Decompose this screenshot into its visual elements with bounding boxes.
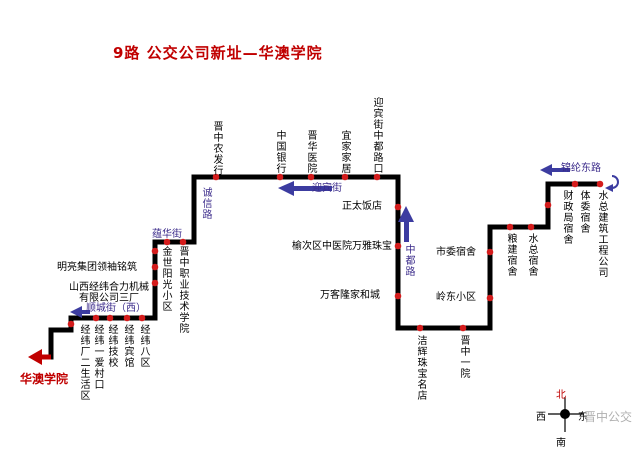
stop-yingbin-zhongdu: 迎宾街中都路口 [371,97,382,174]
stop-jiehui: 洁辉珠宝名店 [415,335,426,401]
stop-wanke: 万客隆家和城 [320,290,380,301]
stop-caizheng: 财政局宿舍 [561,190,572,245]
west-arrowhead [28,349,42,365]
street-yingbin: 迎宾街 [312,183,342,194]
stop-jingwei-factory: 经纬厂二生活区 [78,324,89,401]
stop-jinzhong-vocational: 晋中职业技术学院 [177,246,188,334]
compass-south: 南 [556,438,566,449]
compass-west: 西 [536,412,546,423]
stop-lingdong: 岭东小区 [436,292,476,303]
stop-jinhua-hospital: 晋华医院 [305,130,316,174]
stop-zhengtai: 正太饭店 [342,201,382,212]
stop-jingwei-school: 经纬技校 [106,324,117,368]
stop-jingwei-hotel: 经纬宾馆 [122,324,133,368]
street-zhongdu: 中都路 [403,244,414,277]
street-jinlun-east: 锦纶东路 [561,163,601,174]
route-title: 9路 公交公司新址—华澳学院 [113,44,323,62]
stop-markers [67,173,604,332]
watermark: 晋中公交 [584,410,633,424]
compass-north: 北 [556,390,566,401]
route-line [38,174,602,360]
stop-jinshi: 金世阳光小区 [160,246,171,312]
street-yunhua: 蕴华街 [152,229,182,240]
street-chengxin: 诚信路 [200,187,211,220]
stop-mingliang: 明亮集团领袖铭筑 [57,262,137,273]
stop-shuizong-co: 水总建筑工程公司 [596,190,607,278]
compass-east: 东 [578,412,588,423]
stop-shuizong-dorm: 水总宿舍 [526,233,537,277]
destination-label: 华澳学院 [20,372,69,386]
stop-yuci-hospital: 榆次区中医院万雅珠宝 [292,241,392,252]
stop-tiwei: 体委宿舍 [578,190,589,234]
stop-jinzhong-agri: 晋中农发行 [211,121,222,176]
stop-liangjian: 粮建宿舍 [505,233,516,277]
street-shuncheng: 顺城街（西） [86,303,146,314]
stop-jinzhong-no1: 晋中一院 [458,335,469,379]
stop-shanxi-power: 山西经纬合力机械有限公司三厂 [69,282,149,304]
direction-arrows [70,164,570,318]
stop-yijia: 宜家家居 [339,130,350,174]
stop-jingwei-8: 经纬八区 [138,324,149,368]
compass-icon [548,397,584,432]
stop-boc: 中国银行 [274,130,285,174]
u-turn-icon [611,175,619,189]
stop-jingwei-village: 经纬一爱村口 [92,324,103,390]
stop-shiwei: 市委宿舍 [436,247,476,258]
